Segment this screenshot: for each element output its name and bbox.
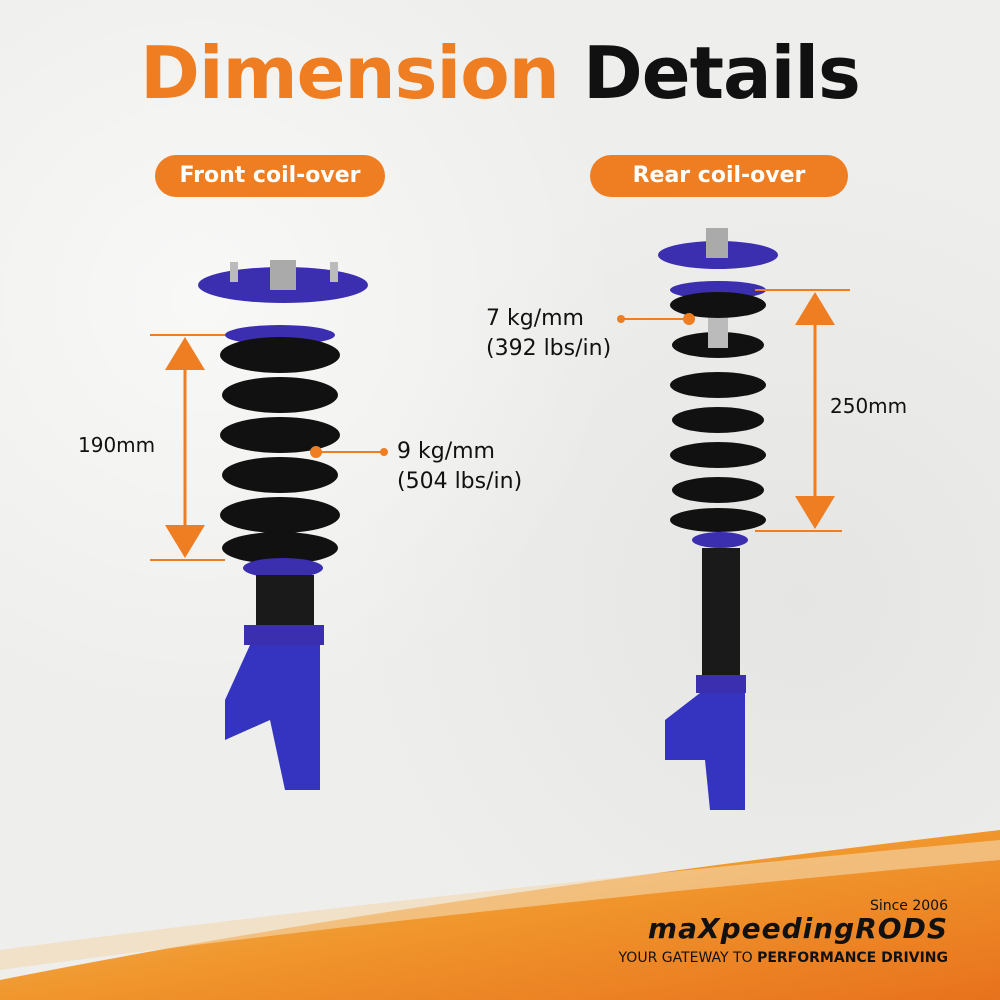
footer-swoosh xyxy=(0,830,1000,1000)
tagline-light: YOUR GATEWAY TO xyxy=(618,950,758,966)
page-title: Dimension Details xyxy=(0,28,1000,118)
front-coilover-badge: Front coil-over xyxy=(155,155,385,197)
rear-length-label: 250mm xyxy=(830,394,908,418)
front-spring-rate-metric: 9 kg/mm xyxy=(397,439,495,464)
rear-spring-rate: 7 kg/mm (392 lbs/in) xyxy=(486,304,611,364)
brand-tagline: YOUR GATEWAY TO PERFORMANCE DRIVING xyxy=(619,950,948,966)
brand-logo: Since 2006 maXpeedingRODS YOUR GATEWAY T… xyxy=(618,898,948,978)
brand-since: Since 2006 xyxy=(869,898,948,914)
title-details: Details xyxy=(583,31,861,115)
rear-coilover-badge: Rear coil-over xyxy=(590,155,848,197)
brand-name: maXpeedingRODS xyxy=(647,912,948,945)
front-spring-rate-imperial: (504 lbs/in) xyxy=(397,469,523,494)
front-spring-rate: 9 kg/mm (504 lbs/in) xyxy=(397,437,522,497)
rear-spring-rate-imperial: (392 lbs/in) xyxy=(486,336,612,361)
front-length-label: 190mm xyxy=(78,433,156,457)
title-dimension: Dimension xyxy=(140,31,560,115)
rear-spring-rate-metric: 7 kg/mm xyxy=(486,306,584,331)
tagline-bold: PERFORMANCE DRIVING xyxy=(757,950,948,966)
